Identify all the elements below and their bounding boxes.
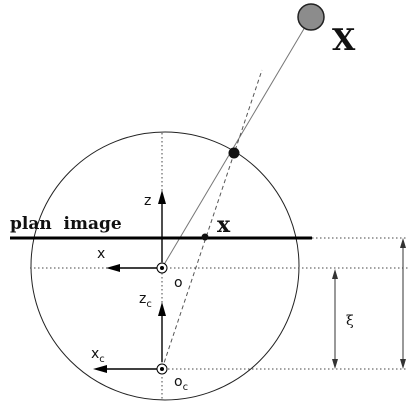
unit-sphere: [30, 131, 300, 401]
image-point-dot: [201, 233, 209, 241]
zc-axis-label: zc: [139, 291, 152, 310]
origin-oc-dot: [160, 367, 164, 371]
xc-axis-label: xc: [91, 346, 105, 365]
zc-axis-arrowhead: [158, 302, 166, 316]
world-point-marker: [297, 3, 325, 31]
z-axis-label: z: [144, 193, 151, 209]
outer-arrow-top: [400, 238, 406, 248]
image-plane-label: plan image: [10, 214, 122, 234]
xc-main: x: [91, 346, 99, 362]
dashed-ray-from-oc: [161, 69, 263, 370]
origin-oc-label: oc: [174, 374, 188, 393]
image-point-label: x: [217, 212, 231, 238]
oc-subscript: c: [183, 382, 189, 393]
zc-main: z: [139, 291, 146, 307]
world-point-label: X: [332, 23, 356, 58]
xc-axis-arrowhead: [93, 365, 107, 373]
x-axis-arrowhead: [106, 264, 120, 272]
x-axis-label: x: [97, 246, 105, 262]
ray-o-to-world-point: [161, 21, 309, 269]
xi-label: ξ: [346, 313, 354, 329]
oc-main: o: [174, 374, 183, 390]
z-axis-arrowhead: [158, 190, 166, 204]
sphere-projection-point: [228, 147, 240, 159]
outer-arrow-bottom: [400, 359, 406, 369]
origin-o-dot: [160, 266, 164, 270]
xc-subscript: c: [99, 354, 105, 365]
xi-arrow-top: [332, 269, 338, 279]
xi-arrow-bottom: [332, 359, 338, 369]
origin-o-label: o: [174, 275, 183, 291]
zc-subscript: c: [146, 299, 152, 310]
